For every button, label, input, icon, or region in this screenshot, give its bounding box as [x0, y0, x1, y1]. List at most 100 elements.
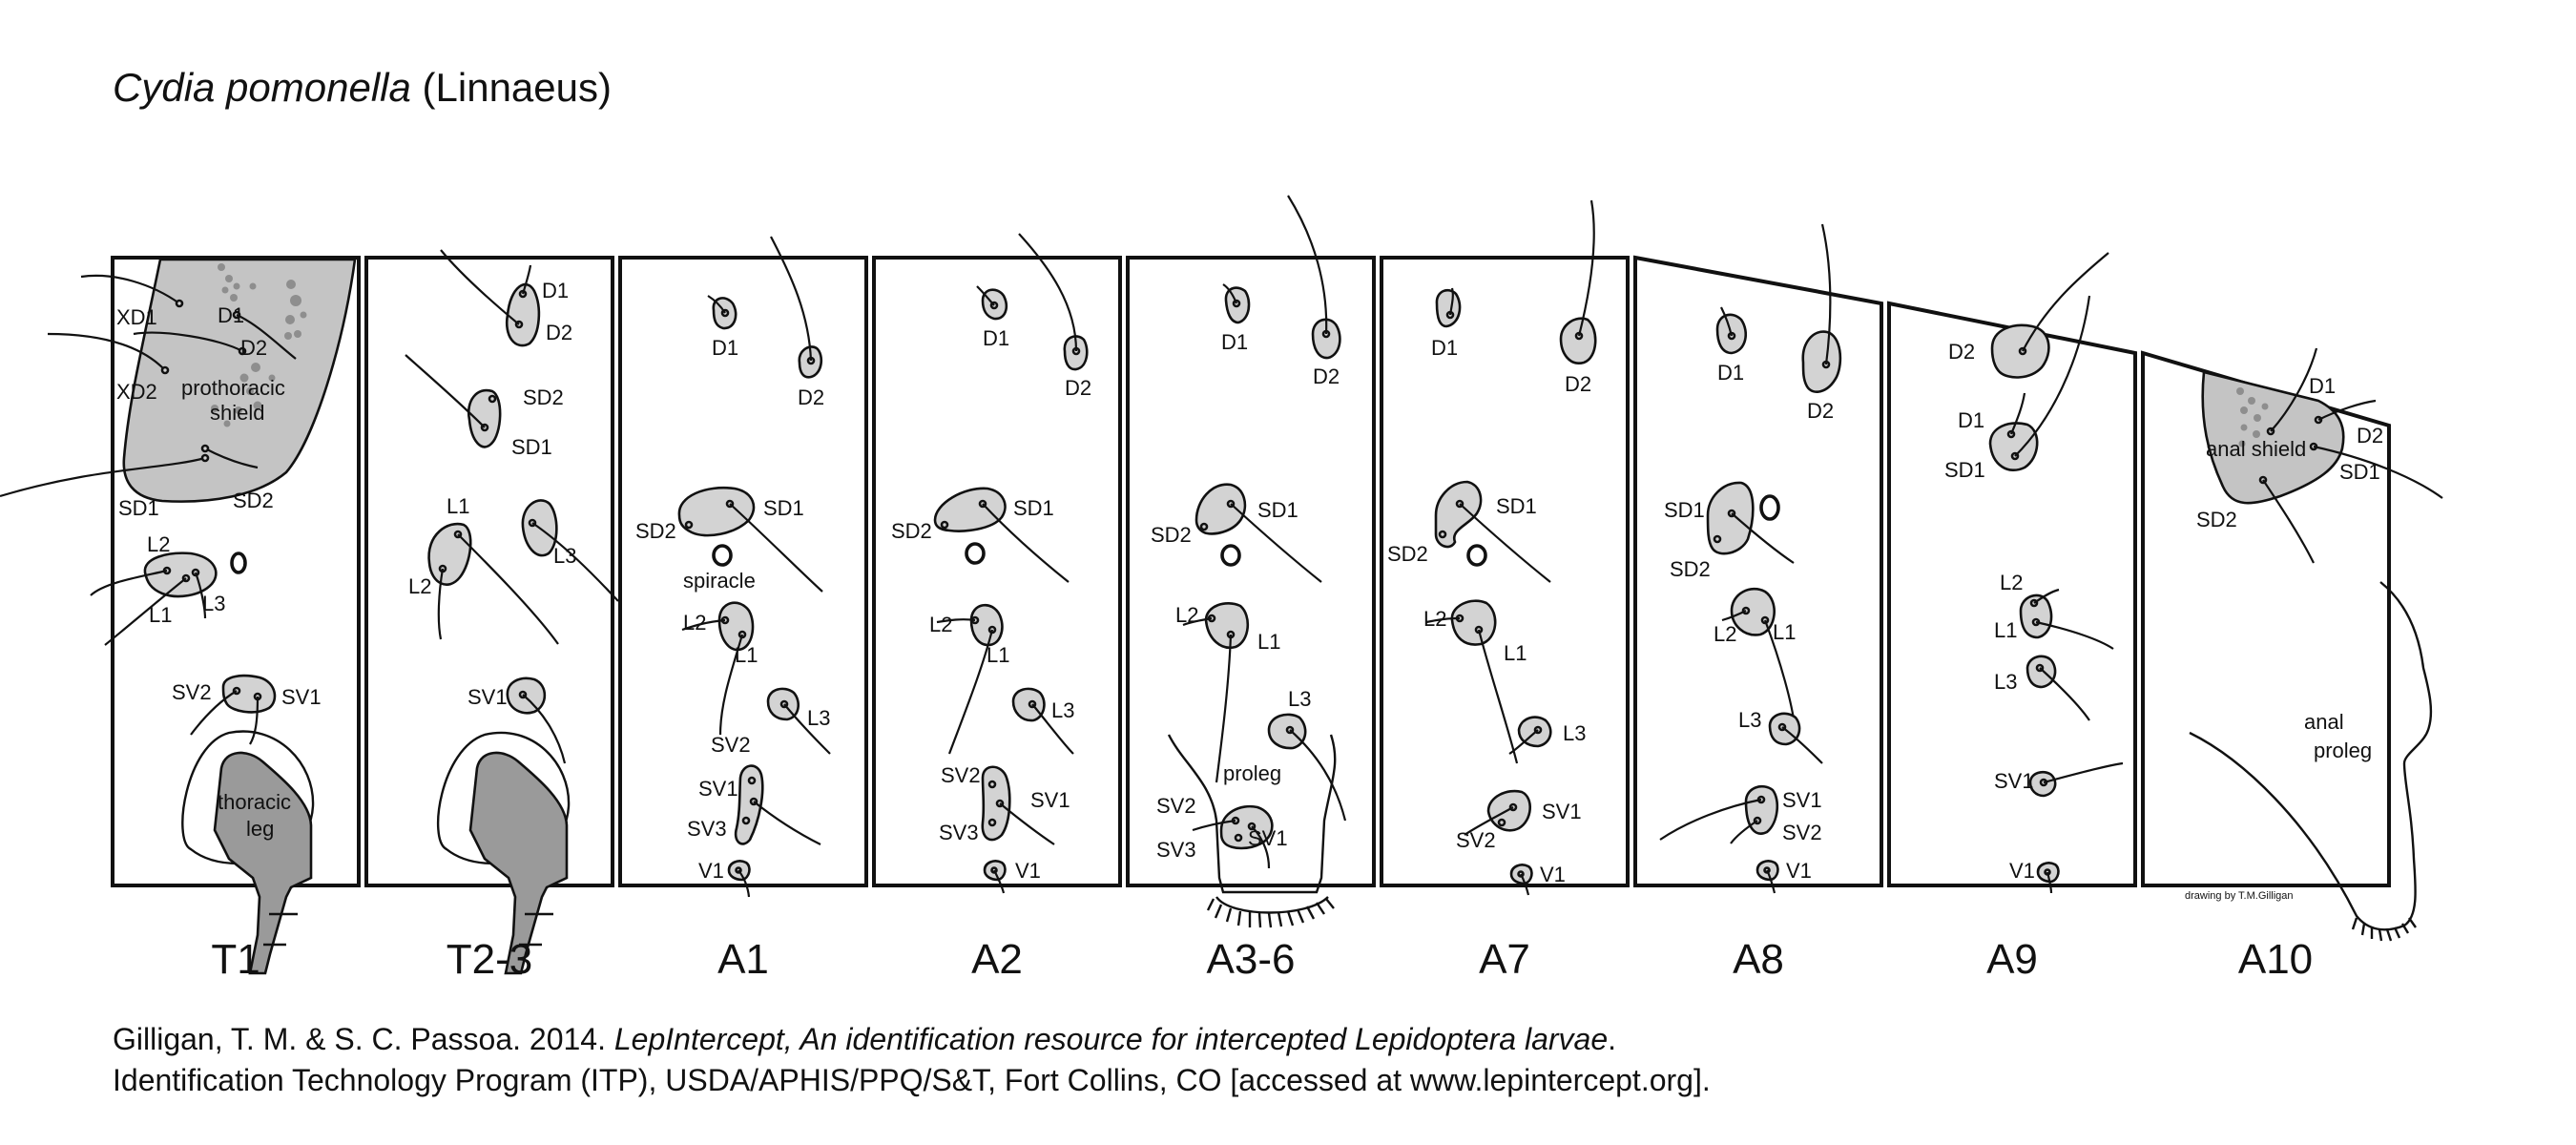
label-t23-sv1: SV1 — [467, 685, 508, 709]
seta-t1-l3 — [194, 572, 207, 619]
seta-a10-d2 — [2317, 399, 2377, 421]
seta-a9-sd1 — [2014, 295, 2091, 457]
pinaculum-a36-d2 — [1311, 318, 1341, 360]
pinaculum-a7-d1 — [1435, 288, 1462, 328]
label-a9-d2: D2 — [1948, 340, 1975, 364]
label-a7-sd2: SD2 — [1387, 542, 1428, 566]
label-a7-sd1: SD1 — [1496, 494, 1537, 518]
label-a9-d1: D1 — [1958, 408, 1984, 432]
label-t1-sv1: SV1 — [281, 685, 322, 709]
seta-a8-d1 — [1720, 306, 1734, 337]
label-a8-l3: L3 — [1738, 708, 1761, 732]
seta-a7-l1 — [1477, 629, 1519, 764]
label-a36-sv1: SV1 — [1248, 826, 1288, 850]
seta-a10-d1 — [2270, 347, 2318, 432]
label-a2-sd2: SD2 — [891, 519, 932, 543]
label-t23-sd1: SD1 — [511, 435, 552, 459]
seta-a9-v1 — [2046, 871, 2053, 894]
label-t23-l2: L2 — [408, 574, 431, 598]
segment-a1: D1 D2 SD1 SD2 spiracle L2 L1 L3 SV2 SV1 … — [635, 236, 831, 898]
pinaculum-a1-l — [717, 601, 755, 652]
label-a9-l1: L1 — [1994, 618, 2017, 642]
label-a1-sv2: SV2 — [711, 733, 751, 757]
pinaculum-a36-sd — [1195, 483, 1247, 535]
seta-t23-l3 — [531, 522, 619, 602]
anal-shield — [2201, 370, 2345, 505]
label-a9-l3: L3 — [1994, 670, 2017, 694]
seta-a36-sv2 — [1192, 819, 1236, 832]
label-a7-d2: D2 — [1565, 372, 1591, 396]
label-anal-shield: anal shield — [2206, 437, 2306, 461]
seta-a36-sd1 — [1230, 503, 1322, 583]
seta-a1-v1 — [737, 869, 751, 898]
pinaculum-a7-sv — [1486, 789, 1531, 832]
seta-t23-d1 — [521, 264, 532, 295]
seta-a7-l3 — [1508, 729, 1539, 755]
seta-a1-l3 — [783, 703, 831, 755]
label-t1-d2: D2 — [240, 336, 267, 360]
label-thoracic-leg-line2: leg — [246, 817, 274, 841]
label-t23-l1: L1 — [447, 494, 469, 518]
label-t23-d1: D1 — [542, 279, 569, 302]
label-a1-v1: V1 — [698, 859, 724, 883]
seta-t1-l2 — [90, 569, 168, 596]
seta-a1-l2 — [681, 618, 726, 632]
citation-work-title: LepIntercept, An identification resource… — [613, 1022, 1609, 1056]
label-a8-v1: V1 — [1786, 859, 1812, 883]
seta-a2-sv1 — [999, 802, 1055, 845]
segment-a8-outline — [1633, 255, 1883, 887]
seta-a7-d1 — [1448, 287, 1454, 316]
segment-a7: D1 D2 SD1 SD2 L2 L1 L3 SV1 SV2 V1 — [1387, 199, 1597, 896]
label-a2-l2: L2 — [929, 613, 952, 636]
label-anal-proleg-line2: proleg — [2314, 739, 2372, 762]
label-anal-proleg-line1: anal — [2304, 710, 2344, 734]
seta-a36-d1 — [1222, 283, 1238, 304]
label-a36-sd1: SD1 — [1257, 498, 1298, 522]
seta-a9-d2 — [2022, 252, 2109, 352]
seta-a8-l3 — [1781, 726, 1823, 764]
citation-line-2: Identification Technology Program (ITP),… — [113, 1063, 1711, 1097]
anal-proleg-crochets — [2351, 917, 2417, 942]
label-a8-d1: D1 — [1717, 361, 1744, 385]
seta-a7-v1 — [1520, 873, 1530, 896]
species-author: (Linnaeus) — [422, 65, 612, 110]
label-a36-sv3: SV3 — [1156, 838, 1196, 862]
thoracic-leg-joints — [263, 912, 298, 947]
segment-label-a36: A3-6 — [1207, 936, 1296, 983]
label-a8-sd1: SD1 — [1664, 498, 1705, 522]
pinaculum-a9-l — [2019, 593, 2053, 639]
seta-a8-l2 — [1721, 610, 1747, 622]
segment-a8: D1 D2 SD1 SD2 L2 L1 L3 SV1 SV2 V1 — [1659, 223, 1842, 894]
label-t1-sd2: SD2 — [233, 489, 274, 512]
seta-a36-d2 — [1287, 195, 1328, 335]
seta-t23-sd1 — [405, 354, 486, 428]
seta-t1-d2 — [133, 331, 243, 352]
label-a7-v1: V1 — [1540, 863, 1566, 886]
segment-label-a10: A10 — [2238, 936, 2313, 983]
label-a10-d1: D1 — [2309, 374, 2336, 398]
label-a8-sv1: SV1 — [1782, 788, 1822, 812]
seta-a8-sd1 — [1731, 512, 1795, 564]
figure-title: Cydia pomonella (Linnaeus) — [113, 65, 612, 111]
seta-a2-sd1 — [982, 503, 1070, 583]
seta-a7-sv1 — [1464, 806, 1514, 836]
label-a2-sv1: SV1 — [1030, 788, 1070, 812]
seta-a36-l1 — [1215, 634, 1233, 783]
spiracle-a2 — [965, 542, 986, 565]
label-a36-sv2: SV2 — [1156, 794, 1196, 818]
label-a8-d2: D2 — [1807, 399, 1834, 423]
pinaculum-a36-l — [1204, 601, 1249, 650]
seta-a9-l1 — [2035, 620, 2114, 650]
citation-authors: Gilligan, T. M. & S. C. Passoa. 2014. — [113, 1022, 614, 1056]
label-a2-v1: V1 — [1015, 859, 1041, 883]
seta-t23-d2 — [440, 249, 520, 325]
pinaculum-t23-sd — [467, 388, 502, 448]
spiracle-a8 — [1759, 494, 1780, 521]
seta-a2-l2 — [936, 618, 976, 624]
label-a9-sd1: SD1 — [1944, 458, 1985, 482]
label-a7-l2: L2 — [1423, 607, 1446, 631]
seta-a8-sv2 — [1730, 820, 1758, 844]
segment-t1: XD1 D1 D2 XD2 prothoracic shield SD1 SD2… — [0, 258, 357, 975]
segment-label-t1: T1 — [211, 936, 260, 983]
label-t1-sd1: SD1 — [118, 496, 159, 520]
